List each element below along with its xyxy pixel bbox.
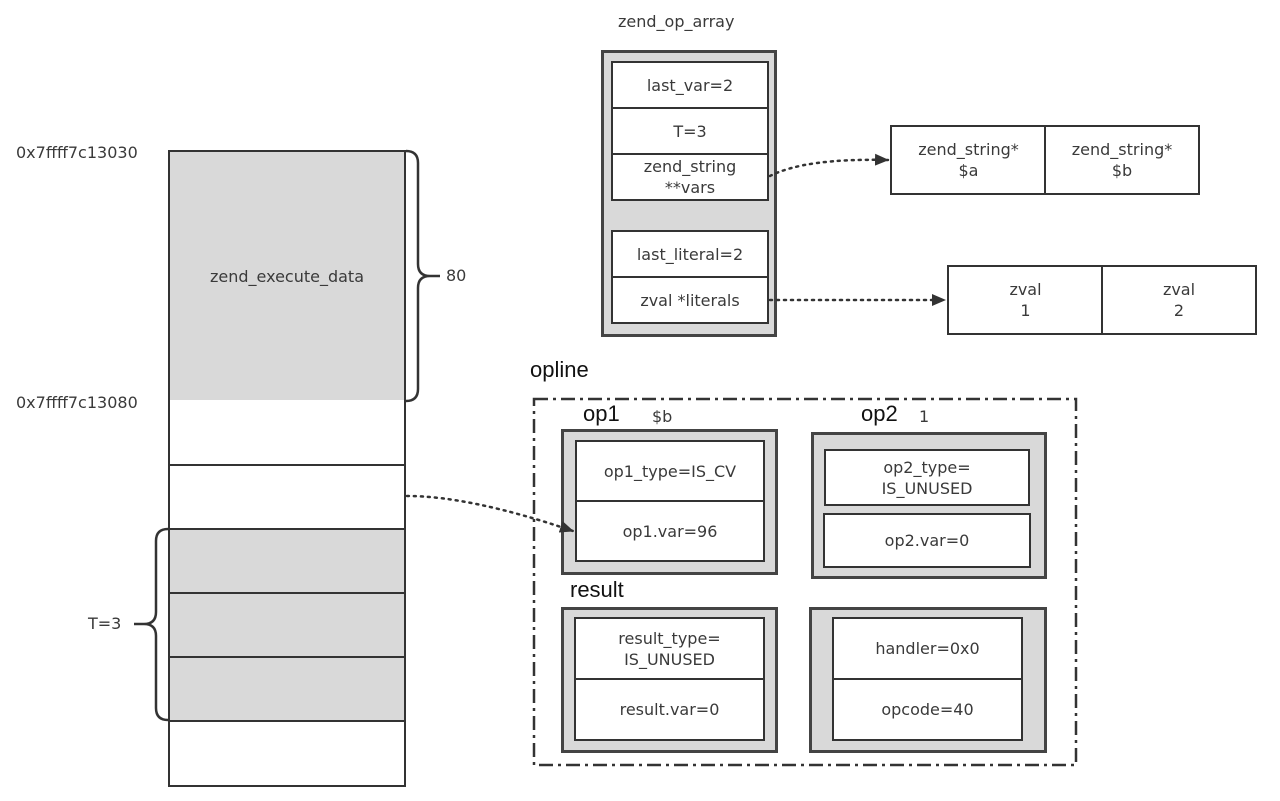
address-bottom-label: 0x7ffff7c13080 <box>16 393 138 412</box>
op1-var-label: op1.var=96 <box>622 521 718 541</box>
op1-type-label: op1_type=IS_CV <box>603 461 737 481</box>
stack-slot-temp-2 <box>168 592 406 658</box>
op2-type-label: op2_type= IS_UNUSED <box>881 457 973 498</box>
op2-title: op2 <box>861 401 898 426</box>
vars-entry-a-label: zend_string* $a <box>918 140 1019 180</box>
literal-entry-1-label: zval 1 <box>1009 280 1042 320</box>
address-top-label: 0x7ffff7c13030 <box>16 143 138 162</box>
op1-type: op1_type=IS_CV <box>575 440 765 502</box>
stack-slot-cv-2 <box>168 464 406 530</box>
field-last-literal: last_literal=2 <box>611 230 769 278</box>
result-title: result <box>570 577 624 602</box>
literal-entry-2-label: zval 2 <box>1162 280 1196 320</box>
opcode-field: opcode=40 <box>832 678 1023 741</box>
vars-entry-a: zend_string* $a <box>890 125 1047 195</box>
result-var: result.var=0 <box>574 678 765 741</box>
op2-var-label: op2.var=0 <box>884 531 970 550</box>
literal-entry-2: zval 2 <box>1101 265 1257 335</box>
literal-entry-1: zval 1 <box>947 265 1104 335</box>
op2-type: op2_type= IS_UNUSED <box>824 449 1030 506</box>
field-t: T=3 <box>611 107 769 155</box>
field-literals-label: zval *literals <box>640 290 740 310</box>
op2-note: 1 <box>919 407 930 426</box>
execute-data-label: zend_execute_data <box>209 266 364 286</box>
execute-data-block: zend_execute_data <box>168 150 406 402</box>
opline-frame <box>532 397 1078 767</box>
vars-entry-b: zend_string* $b <box>1044 125 1200 195</box>
opcode-label: opcode=40 <box>881 700 974 719</box>
field-vars-label: zend_string **vars <box>643 157 737 197</box>
temp-brace <box>134 527 169 722</box>
op1-note: $b <box>652 407 673 426</box>
result-type: result_type= IS_UNUSED <box>574 617 765 680</box>
field-last-literal-label: last_literal=2 <box>636 244 744 264</box>
op1-title: op1 <box>583 401 620 426</box>
result-var-label: result.var=0 <box>619 700 720 719</box>
field-last-var-label: last_var=2 <box>646 75 734 95</box>
stack-to-op1-arrow <box>405 494 575 533</box>
opline-title: opline <box>530 357 589 382</box>
field-t-label: T=3 <box>673 121 707 141</box>
op1-var: op1.var=96 <box>575 500 765 562</box>
field-last-var: last_var=2 <box>611 61 769 109</box>
vars-pointer-arrow <box>768 153 890 178</box>
temp-count-label: T=3 <box>88 614 122 633</box>
size-brace <box>405 149 440 403</box>
handler-label: handler=0x0 <box>875 639 980 658</box>
field-vars: zend_string **vars <box>611 153 769 201</box>
op2-var: op2.var=0 <box>823 513 1031 568</box>
result-type-label: result_type= IS_UNUSED <box>618 628 721 669</box>
vars-entry-b-label: zend_string* $b <box>1071 140 1173 180</box>
stack-slot-tail <box>168 720 406 787</box>
op-array-title: zend_op_array <box>618 12 735 31</box>
size-label: 80 <box>446 266 467 285</box>
field-literals: zval *literals <box>611 276 769 324</box>
